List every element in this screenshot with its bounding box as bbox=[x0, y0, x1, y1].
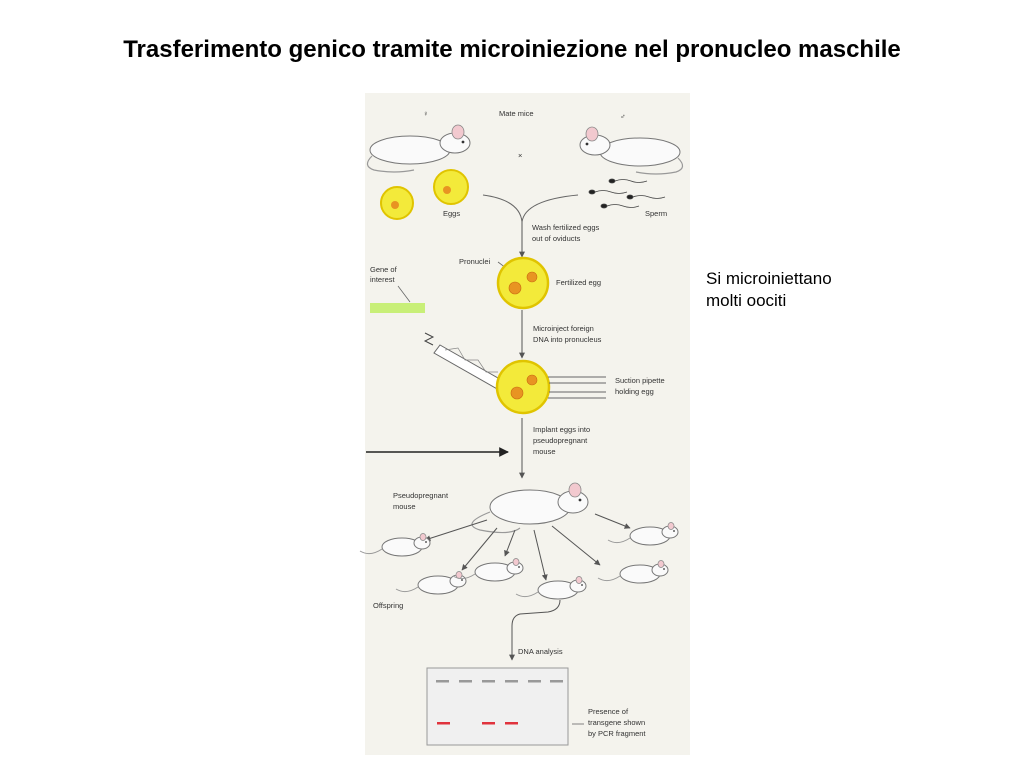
slide-title: Trasferimento genico tramite microiniezi… bbox=[123, 36, 901, 63]
egg-right bbox=[433, 169, 469, 205]
cross-symbol: × bbox=[518, 151, 522, 160]
male-mouse bbox=[579, 126, 684, 175]
gene-label-2: interest bbox=[370, 275, 396, 284]
suction-label-2: holding egg bbox=[615, 387, 654, 396]
offspring-label: Offspring bbox=[373, 601, 403, 610]
male-symbol: ♂ bbox=[620, 112, 626, 121]
side-note-line-1: Si microiniettano bbox=[706, 269, 832, 288]
pseudopregnant-label-2: mouse bbox=[393, 502, 416, 511]
side-note: Si microiniettano molti oociti bbox=[706, 268, 832, 312]
figure-panel bbox=[365, 93, 690, 755]
gene-of-interest-bar bbox=[370, 303, 425, 313]
held-egg bbox=[495, 359, 551, 415]
pronuclei-label: Pronuclei bbox=[459, 257, 491, 266]
microinject-label-2: DNA into pronucleus bbox=[533, 335, 602, 344]
microinject-label-1: Microinject foreign bbox=[533, 324, 594, 333]
presence-label-1: Presence of bbox=[588, 707, 629, 716]
pcr-band-1 bbox=[437, 722, 450, 725]
gene-label-1: Gene of bbox=[370, 265, 398, 274]
fertilized-egg-label: Fertilized egg bbox=[556, 278, 601, 287]
side-note-line-2: molti oociti bbox=[706, 291, 787, 310]
wash-label-2: out of oviducts bbox=[532, 234, 581, 243]
pseudopregnant-label-1: Pseudopregnant bbox=[393, 491, 449, 500]
dna-analysis-label: DNA analysis bbox=[518, 647, 563, 656]
egg-left bbox=[380, 186, 414, 220]
eggs-label: Eggs bbox=[443, 209, 460, 218]
gel bbox=[426, 667, 569, 746]
pcr-band-2 bbox=[482, 722, 495, 725]
offspring-arrows bbox=[424, 513, 631, 581]
pseudopregnant-mouse bbox=[471, 482, 589, 534]
wash-label-1: Wash fertilized eggs bbox=[532, 223, 600, 232]
implant-label-2: pseudopregnant bbox=[533, 436, 588, 445]
suction-pipette bbox=[548, 376, 606, 399]
pcr-band-3 bbox=[505, 722, 518, 725]
female-symbol: ♀ bbox=[423, 109, 429, 118]
fertilized-egg bbox=[496, 256, 550, 310]
implant-label-1: Implant eggs into bbox=[533, 425, 590, 434]
mate-mice-label: Mate mice bbox=[499, 109, 534, 118]
sperm-group bbox=[588, 178, 666, 209]
presence-label-3: by PCR fragment bbox=[588, 729, 646, 738]
implant-label-3: mouse bbox=[533, 447, 556, 456]
sperm-label: Sperm bbox=[645, 209, 667, 218]
female-mouse bbox=[366, 124, 471, 173]
presence-label-2: transgene shown bbox=[588, 718, 645, 727]
suction-label-1: Suction pipette bbox=[615, 376, 665, 385]
